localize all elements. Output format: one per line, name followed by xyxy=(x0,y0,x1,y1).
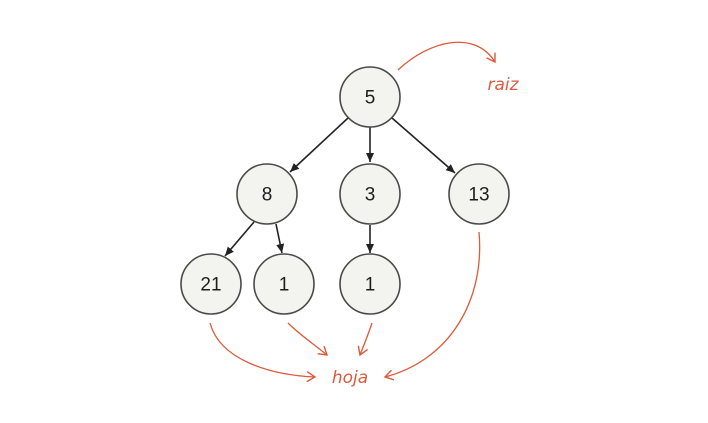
node-circle xyxy=(236,163,298,225)
leaf-arrow-1a xyxy=(287,322,329,356)
node-circle xyxy=(339,163,401,225)
node-8: 8 xyxy=(236,163,298,225)
node-label: 3 xyxy=(365,185,376,206)
root-label: raiz xyxy=(487,75,519,95)
leaf-arrow-1b xyxy=(357,322,373,357)
edge-8-1 xyxy=(275,223,285,254)
node-label: 8 xyxy=(262,185,273,206)
node-circle xyxy=(180,253,242,315)
root-annotation-arrow xyxy=(397,41,496,71)
leaf-arrow-21 xyxy=(209,322,317,383)
edge-5-13 xyxy=(391,117,456,174)
node-1-middle: 1 xyxy=(339,253,401,315)
node-label: 1 xyxy=(365,275,376,296)
node-label: 21 xyxy=(200,275,221,296)
node-circle xyxy=(339,253,401,315)
node-13: 13 xyxy=(448,163,510,225)
node-label: 13 xyxy=(468,185,489,206)
node-circle xyxy=(253,253,315,315)
edge-5-8 xyxy=(289,117,349,173)
annotations: raiz hoja xyxy=(209,41,520,388)
node-3: 3 xyxy=(339,163,401,225)
node-21: 21 xyxy=(180,253,242,315)
edges xyxy=(224,117,456,257)
node-circle xyxy=(448,163,510,225)
node-1-left: 1 xyxy=(253,253,315,315)
node-5: 5 xyxy=(339,66,401,128)
node-label: 1 xyxy=(279,275,290,296)
leaf-arrow-13 xyxy=(383,231,481,381)
edge-8-21 xyxy=(224,221,255,257)
leaf-label: hoja xyxy=(332,368,368,388)
node-label: 5 xyxy=(365,88,376,109)
node-circle xyxy=(339,66,401,128)
